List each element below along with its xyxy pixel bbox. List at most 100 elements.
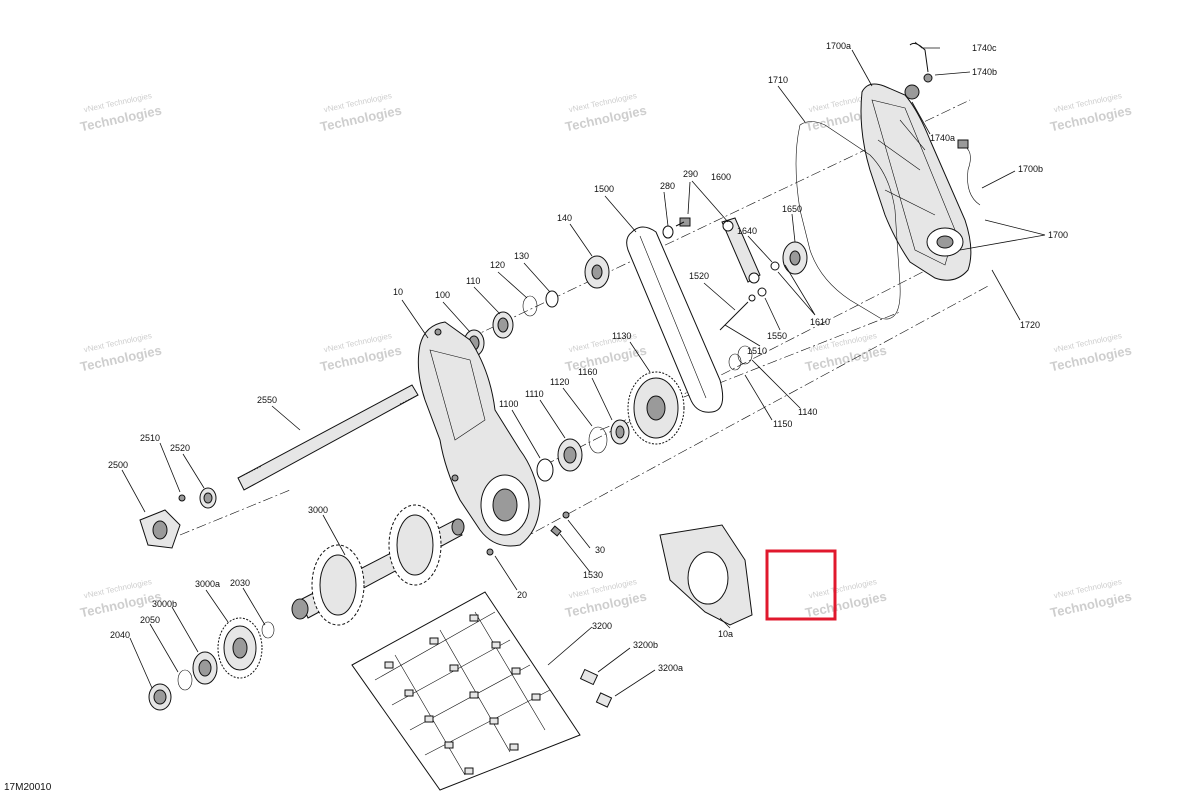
label-280: 280: [660, 181, 675, 191]
seal-2050: [177, 669, 193, 691]
plate-10a: [659, 524, 753, 626]
washer-1640: [770, 261, 780, 271]
gasket-1710: [795, 121, 901, 320]
bolt-290: [675, 217, 691, 227]
label-3200b: 3200b: [633, 640, 658, 650]
label-1640: 1640: [737, 226, 757, 236]
label-2050: 2050: [140, 615, 160, 625]
leader-lines: [121, 41, 1046, 697]
pin-1520: [719, 301, 749, 331]
clip-3200a: [595, 692, 613, 708]
ring-1550b: [748, 294, 756, 302]
part-labels: 1700a 1740c 1740b 1710 1740a 1700b 1700 …: [108, 41, 1068, 673]
label-130: 130: [514, 251, 529, 261]
label-1500: 1500: [594, 184, 614, 194]
label-3200a: 3200a: [658, 663, 683, 673]
ring-1100: [536, 458, 554, 482]
drive-axle-3000: [291, 504, 465, 626]
label-1740b: 1740b: [972, 67, 997, 77]
label-1150: 1150: [773, 419, 792, 429]
label-30: 30: [595, 545, 605, 555]
flange-2500: [139, 509, 181, 549]
label-10a: 10a: [718, 629, 733, 639]
label-1740c: 1740c: [972, 43, 997, 53]
label-3000a: 3000a: [195, 579, 220, 589]
label-1130: 1130: [612, 331, 631, 341]
gear-1130: [627, 371, 685, 445]
hose-1740c: [909, 42, 933, 83]
label-2510: 2510: [140, 433, 160, 443]
bearing-2040: [148, 683, 172, 711]
tensioner-1600: [721, 217, 761, 284]
label-120: 120: [490, 260, 505, 270]
bearing-2520: [199, 487, 217, 509]
label-1700a: 1700a: [826, 41, 851, 51]
label-1700b: 1700b: [1018, 164, 1043, 174]
label-140: 140: [557, 213, 572, 223]
bearing-1110: [557, 438, 583, 472]
sprocket-1650: [782, 241, 808, 275]
label-290: 290: [683, 169, 698, 179]
label-20: 20: [517, 590, 527, 600]
circlip-120: [522, 295, 538, 317]
circlip-1120: [588, 426, 608, 454]
shaft-2550: [237, 384, 419, 491]
label-1530: 1530: [583, 570, 603, 580]
screw-2510: [178, 494, 186, 502]
label-1700: 1700: [1048, 230, 1068, 240]
label-1510: 1510: [747, 346, 767, 356]
track-3200: [351, 591, 581, 791]
hub-1160: [610, 419, 630, 445]
label-1740a: 1740a: [930, 133, 955, 143]
label-110: 110: [466, 276, 480, 286]
label-2040: 2040: [110, 630, 130, 640]
chain-1500: [626, 226, 724, 413]
circlip-2030: [261, 621, 275, 639]
plug-1530: [550, 525, 562, 537]
bearing-3000b: [192, 651, 218, 685]
label-100: 100: [435, 290, 450, 300]
housing-10: [417, 321, 541, 547]
label-1100: 1100: [499, 399, 518, 409]
clip-3200b: [579, 668, 599, 686]
label-1720: 1720: [1020, 320, 1040, 330]
label-1140: 1140: [798, 407, 817, 417]
bolt-20: [486, 548, 494, 556]
label-1610: 1610: [810, 317, 830, 327]
sprocket-3000a: [217, 617, 263, 679]
label-2520: 2520: [170, 443, 190, 453]
cover-1700: [860, 83, 972, 281]
label-1650: 1650: [782, 204, 802, 214]
harness-1700b: [957, 139, 981, 206]
label-3000: 3000: [308, 505, 328, 515]
label-3200: 3200: [592, 621, 612, 631]
highlight-box: [765, 549, 837, 621]
label-1110: 1110: [525, 389, 544, 399]
bearing-110: [492, 311, 514, 339]
sprocket-140: [584, 255, 610, 289]
washer-280: [662, 225, 674, 239]
label-10: 10: [393, 287, 403, 297]
label-3000b: 3000b: [152, 599, 177, 609]
label-1160: 1160: [578, 367, 597, 377]
ring-1550a: [757, 287, 767, 297]
label-1600: 1600: [711, 172, 731, 182]
bolt-30: [562, 511, 570, 519]
label-2500: 2500: [108, 460, 128, 470]
